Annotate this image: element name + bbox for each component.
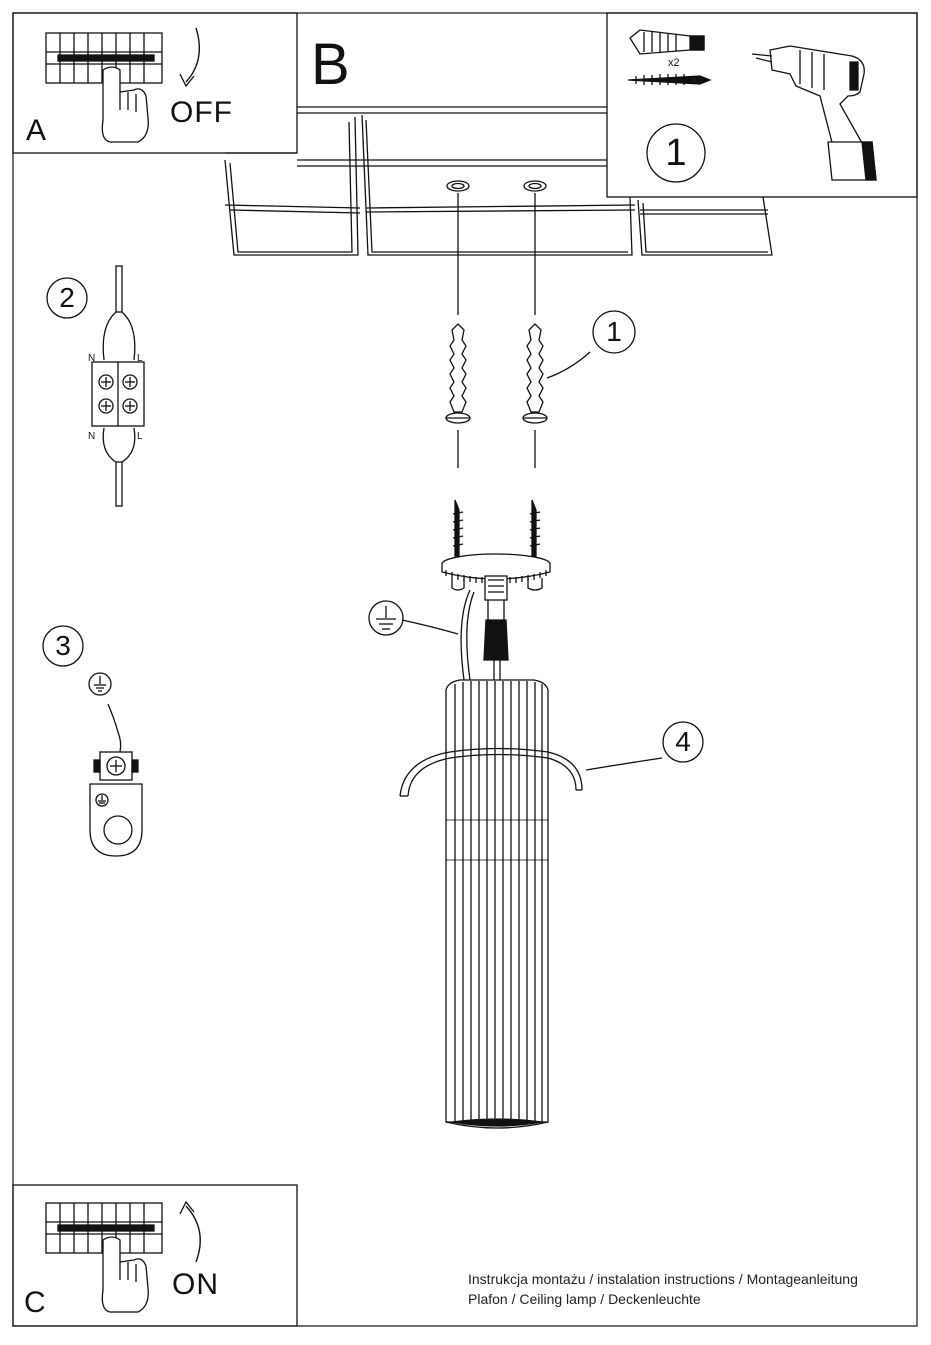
breaker-panel-a-illustration bbox=[45, 27, 200, 143]
mounting-plate-icon bbox=[441, 553, 551, 591]
step-4-circle bbox=[662, 721, 704, 763]
wall-plug-right-icon bbox=[522, 323, 548, 468]
panel-b-letter: B bbox=[311, 32, 350, 97]
earth-symbol-icon bbox=[376, 606, 396, 630]
footer-line-1: Instrukcja montażu / instalation instruc… bbox=[468, 1271, 858, 1287]
step-4-number: 4 bbox=[675, 726, 691, 757]
panel-a-box bbox=[12, 12, 298, 154]
step-2-number: 2 bbox=[59, 282, 75, 313]
breaker-panel-c-illustration bbox=[45, 1200, 201, 1313]
mounting-screws-icon bbox=[452, 499, 541, 557]
panel-a-letter: A bbox=[26, 114, 47, 147]
panel-a-off-label: OFF bbox=[170, 96, 233, 129]
step-3-number: 3 bbox=[55, 630, 71, 661]
leader-step-4 bbox=[585, 757, 663, 771]
step-2-circle bbox=[46, 277, 88, 319]
connector-block-icon bbox=[460, 575, 509, 684]
step-1-circle bbox=[592, 310, 636, 354]
terminal-block-icon bbox=[91, 265, 145, 507]
ceiling-slab-illustration bbox=[224, 106, 773, 256]
earth-terminal-icon bbox=[89, 703, 143, 857]
retaining-ring-icon bbox=[399, 747, 583, 797]
wire-l-bottom-label: L bbox=[137, 431, 143, 442]
wall-plug-left-icon bbox=[445, 323, 471, 468]
cordless-drill-icon bbox=[751, 45, 877, 181]
step-1-top-number: 1 bbox=[665, 132, 687, 174]
step-1-number: 1 bbox=[606, 316, 622, 347]
page-frame bbox=[12, 12, 918, 1327]
step-3-circle bbox=[42, 625, 84, 667]
panel-c-box bbox=[12, 1184, 298, 1327]
earth-symbol-3-icon bbox=[94, 676, 106, 692]
earth-symbol-circle bbox=[368, 600, 404, 636]
leader-earth bbox=[401, 619, 459, 635]
leader-step-1 bbox=[546, 351, 591, 379]
step-1-top-circle bbox=[646, 123, 706, 183]
wire-n-top-label: N bbox=[88, 353, 96, 364]
hardware-quantity: x2 bbox=[668, 57, 680, 69]
tools-box bbox=[606, 12, 918, 198]
wire-n-bottom-label: N bbox=[88, 431, 96, 442]
panel-c-letter: C bbox=[24, 1286, 46, 1319]
panel-c-on-label: ON bbox=[172, 1268, 219, 1301]
wire-l-top-label: L bbox=[137, 353, 143, 364]
earth-symbol-3-circle bbox=[88, 672, 112, 696]
footer-line-2: Plafon / Ceiling lamp / Deckenleuchte bbox=[468, 1291, 701, 1307]
wall-plug-screw-kit-icon bbox=[627, 29, 712, 85]
lamp-body-icon bbox=[445, 679, 549, 1129]
